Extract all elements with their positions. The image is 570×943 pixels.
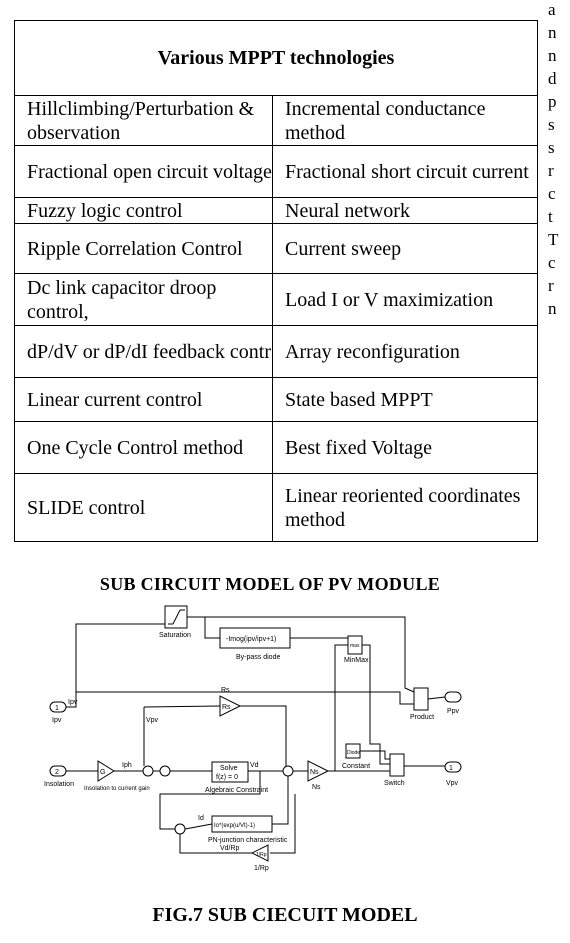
alg-label: Algebraic Constraint — [205, 787, 268, 794]
table-cell: Current sweep — [272, 223, 538, 274]
switch-label: Switch — [384, 780, 405, 787]
table-cell: Fuzzy logic control — [14, 197, 273, 224]
rp-gain: 1/Rp — [256, 852, 267, 858]
edge-text-line: p — [548, 92, 557, 111]
figure-caption: FIG.7 SUB CIECUIT MODEL — [152, 904, 418, 926]
table-cell: SLIDE control — [14, 473, 273, 542]
mppt-technologies-table: Various MPPT technologies Hillclimbing/P… — [14, 20, 538, 542]
ipv-wire-label: Ipv — [68, 699, 78, 706]
edge-text-line: c — [548, 253, 556, 272]
section-title: SUB CIRCUIT MODEL OF PV MODULE — [99, 574, 441, 594]
bypass-label: By-pass diode — [236, 654, 280, 661]
minmax-op: max — [350, 643, 360, 649]
table-cell: Best fixed Voltage — [272, 421, 538, 474]
ipv-port: 1 — [55, 705, 59, 712]
minmax-label: MinMax — [344, 657, 369, 664]
ns-label: Ns — [312, 784, 321, 791]
rp-label: 1/Rp — [254, 865, 269, 872]
table-cell: Fractional short circuit current — [272, 145, 538, 198]
pn-label: PN-junction characteristic — [208, 837, 288, 844]
table-cell: Array reconfiguration — [272, 325, 538, 378]
gain-caption: Insolation to current gain — [84, 786, 150, 792]
iph-label: Iph — [122, 762, 132, 769]
bypass-expression: -Imog(ipv/ipv+1) — [226, 636, 276, 643]
table-cell: Hillclimbing/Perturbation & observation — [14, 95, 273, 146]
id-label: Id — [198, 815, 204, 822]
table-title: Various MPPT technologies — [14, 20, 538, 96]
pn-expression: Io*(exp(u/Vt)-1) — [214, 823, 255, 829]
solve-line1: Solve — [220, 765, 238, 772]
vdrp-label: Vd/Rp — [220, 845, 240, 852]
edge-text-line: d — [548, 69, 557, 88]
vpv-port: 1 — [449, 765, 453, 772]
insolation-label: Insolation — [44, 781, 74, 788]
edge-text-line: r — [548, 276, 554, 295]
edge-text-line: n — [548, 23, 557, 42]
edge-text-line: n — [548, 46, 557, 65]
table-cell: Ripple Correlation Control — [14, 223, 273, 274]
edge-text-line: s — [548, 138, 555, 157]
table-cell: dP/dV or dP/dI feedback contr — [14, 325, 273, 378]
table-row: Dc link capacitor droop control,Load I o… — [14, 273, 538, 326]
gain-g: G — [100, 769, 105, 776]
vpv-label: Vpv — [446, 780, 459, 787]
rs-label: Rs — [221, 687, 230, 694]
solve-line2: f(z) = 0 — [216, 774, 238, 781]
ppv-label: Ppv — [447, 708, 460, 715]
edge-text-line: t — [548, 207, 553, 226]
saturation-label: Saturation — [159, 632, 191, 639]
table-cell: State based MPPT — [272, 377, 538, 422]
diode-block: Diode — [347, 750, 360, 756]
table-cell: Fractional open circuit voltage — [14, 145, 273, 198]
rs-gain: Rs — [222, 704, 231, 711]
table-cell: Linear reoriented coordinates method — [272, 473, 538, 542]
insolation-port: 2 — [55, 769, 59, 776]
ns-gain: Ns — [310, 769, 319, 776]
edge-text-line: c — [548, 184, 556, 203]
edge-text-line: n — [548, 299, 557, 318]
ipv-label: Ipv — [52, 717, 62, 724]
constant-label: Constant — [342, 763, 370, 770]
pv-subcircuit-diagram: Saturation -Imog(ipv/ipv+1) By-pass diod… — [44, 605, 462, 872]
table-cell: Neural network — [272, 197, 538, 224]
table-cell: Incremental conductance method — [272, 95, 538, 146]
edge-text-line: s — [548, 115, 555, 134]
vpv-wire-label: Vpv — [146, 717, 159, 724]
table-cell: Dc link capacitor droop control, — [14, 273, 273, 326]
product-label: Product — [410, 714, 434, 721]
vd-label: Vd — [250, 762, 259, 769]
edge-text-line: r — [548, 161, 554, 180]
edge-text-line: T — [548, 230, 559, 249]
edge-text-line: a — [548, 0, 556, 19]
table-cell: One Cycle Control method — [14, 421, 273, 474]
table-cell: Load I or V maximization — [272, 273, 538, 326]
table-cell: Linear current control — [14, 377, 273, 422]
